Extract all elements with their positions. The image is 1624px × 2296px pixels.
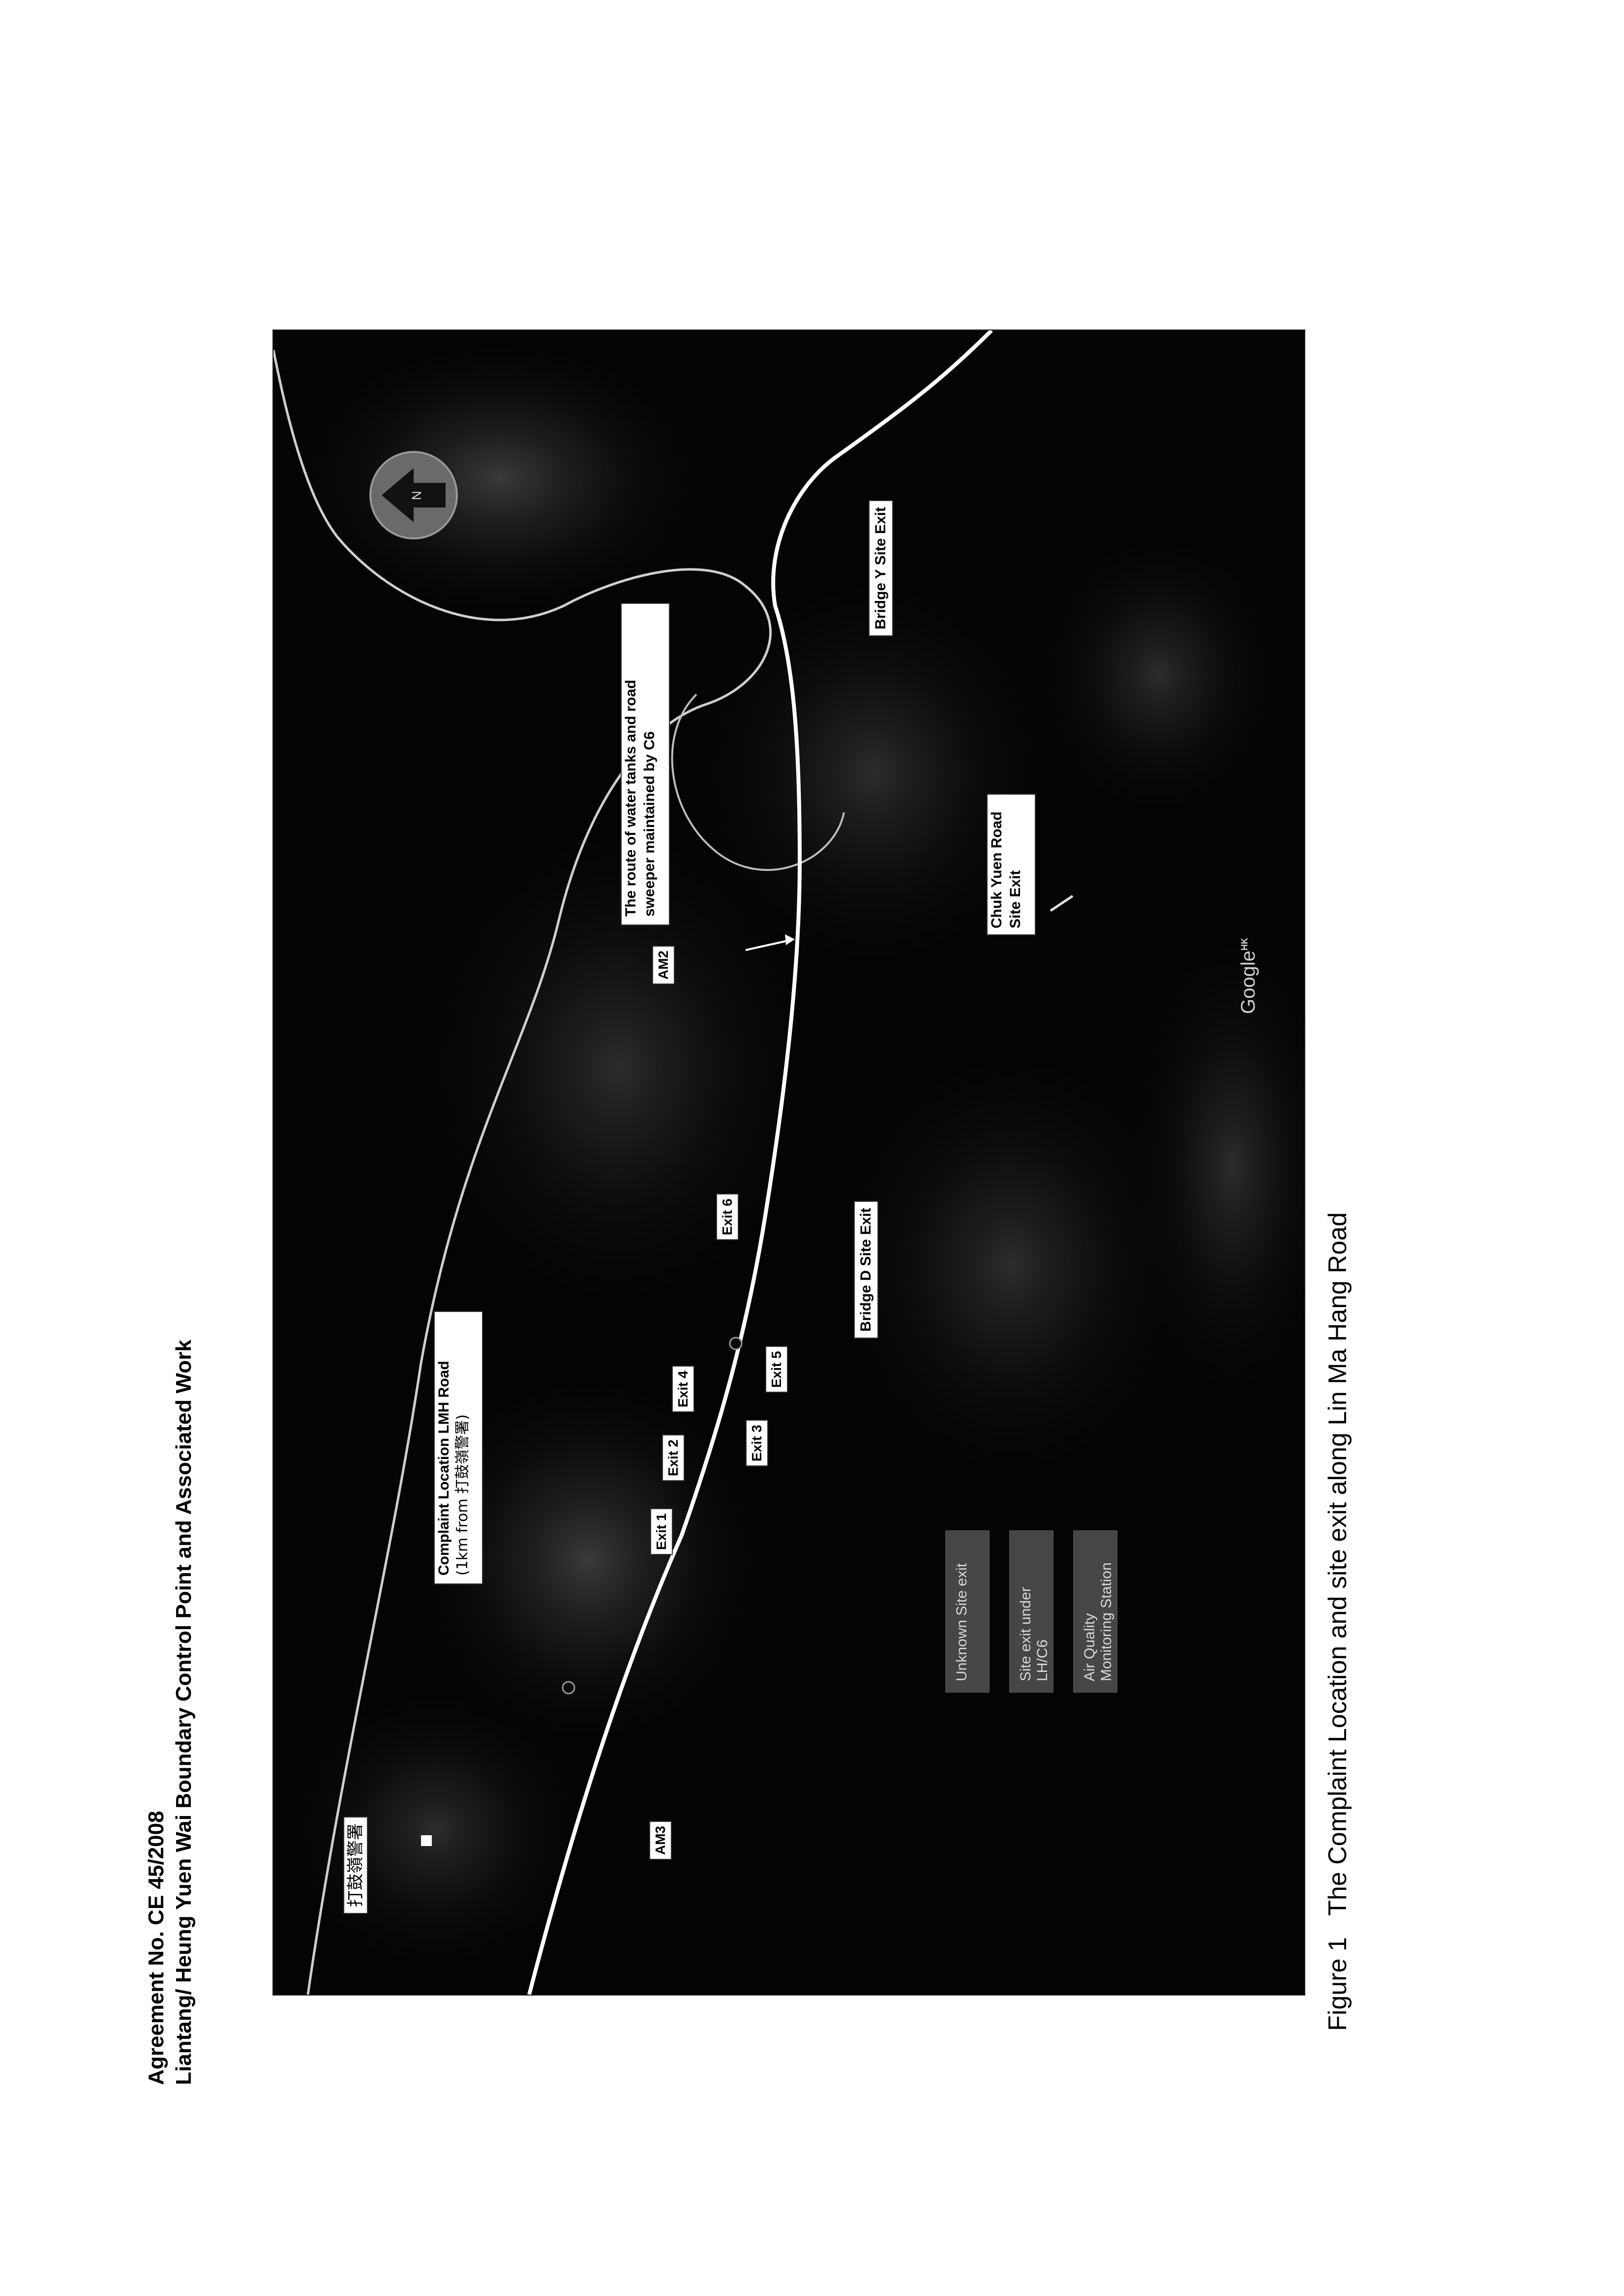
google-region: HK — [1239, 938, 1250, 951]
exit-1-label: Exit 1 — [650, 1508, 673, 1555]
river-line — [273, 350, 772, 1995]
exit-5-label: Exit 5 — [765, 1346, 788, 1393]
north-arrow-icon: N — [369, 451, 458, 539]
figure-number: Figure 1 — [1323, 1937, 1352, 2031]
agreement-number: Agreement No. CE 45/2008 — [144, 1811, 168, 2085]
project-title: Liantang/ Heung Yuen Wai Boundary Contro… — [172, 1340, 196, 2085]
legend-unknown-site-exit: Unknown Site exit — [945, 1530, 990, 1693]
bridge-d-site-exit-label: Bridge D Site Exit — [854, 1201, 878, 1339]
svg-text:N: N — [409, 491, 424, 500]
chuk-yuen-line2: Site Exit — [1007, 870, 1023, 928]
aerial-map: N 打鼓嶺警署 Complaint Location LMH Road (1km… — [272, 329, 1305, 1996]
figure-caption: Figure 1 The Complaint Location and site… — [1323, 1212, 1353, 2031]
figure-title: The Complaint Location and site exit alo… — [1323, 1212, 1352, 1916]
exit-3-label: Exit 3 — [746, 1420, 768, 1466]
legend-air-quality-monitoring-station: Air Quality Monitoring Station — [1073, 1530, 1117, 1693]
map-imagery — [273, 330, 1304, 1995]
exit-4-label: Exit 4 — [672, 1366, 694, 1412]
google-watermark: GoogleHK — [1237, 938, 1260, 1014]
bridge-y-site-exit-label: Bridge Y Site Exit — [869, 500, 893, 636]
complaint-line1: Complaint Location LMH Road — [436, 1361, 452, 1576]
am2-label: AM2 — [652, 945, 675, 984]
route-line1: The route of water tanks and road — [623, 680, 639, 917]
route-description-label: The route of water tanks and road sweepe… — [621, 603, 670, 925]
am3-label: AM3 — [649, 1820, 672, 1860]
exit-2-label: Exit 2 — [662, 1434, 685, 1481]
document-header: Agreement No. CE 45/2008 Liantang/ Heung… — [143, 1340, 198, 2085]
complaint-line2: (1km from 打鼓嶺警署) — [454, 1414, 471, 1576]
legend-site-exit-under-lh-c6: Site exit under LH/C6 — [1009, 1530, 1053, 1693]
police-station-label: 打鼓嶺警署 — [343, 1817, 368, 1914]
route-line2: sweeper maintained by C6 — [641, 731, 658, 917]
chuk-yuen-road-site-exit-label: Chuk Yuen Road Site Exit — [987, 794, 1036, 935]
route-line — [527, 330, 993, 1995]
complaint-location-label: Complaint Location LMH Road (1km from 打鼓… — [434, 1311, 483, 1584]
exit-6-label: Exit 6 — [716, 1193, 739, 1240]
chuk-yuen-line1: Chuk Yuen Road — [989, 811, 1005, 928]
google-text: Google — [1237, 951, 1259, 1014]
